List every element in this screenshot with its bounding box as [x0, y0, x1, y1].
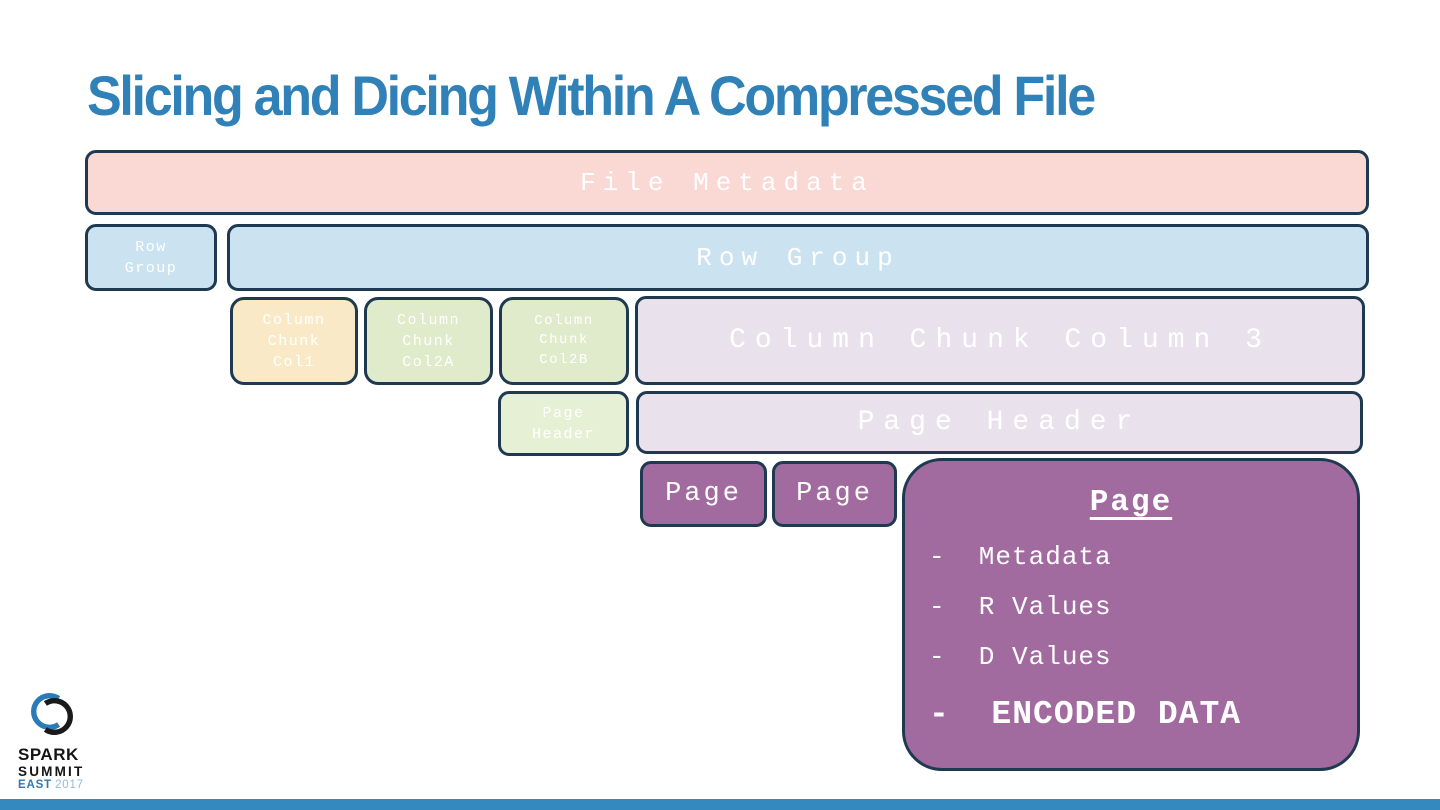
file-metadata-label: File Metadata	[580, 167, 874, 198]
slide-title: Slicing and Dicing Within A Compressed F…	[87, 64, 1096, 127]
logo-east-line: EAST 2017	[18, 779, 138, 793]
spark-summit-logo: SPARK SUMMIT EAST 2017	[18, 686, 138, 793]
column-chunk-column3-box: Column Chunk Column 3	[635, 296, 1365, 385]
spark-swirl-icon	[31, 692, 73, 736]
row-group-small-box: Row Group	[85, 224, 217, 291]
page-header-small-box: Page Header	[498, 391, 629, 456]
page-detail-title: Page	[1089, 485, 1173, 520]
column-chunk-col2b-label: Column Chunk Col2B	[534, 312, 594, 368]
column-chunk-column3-label: Column Chunk Column 3	[729, 325, 1271, 356]
column-chunk-col1-box: Column Chunk Col1	[230, 297, 358, 385]
page-detail-item-encoded-data: - ENCODED DATA	[929, 696, 1242, 733]
page-detail-item-r-values: - R Values	[929, 592, 1112, 622]
page-detail-item-d-values: - D Values	[929, 642, 1112, 672]
row-group-small-label: Row Group	[124, 238, 178, 277]
footer-bar	[0, 799, 1440, 810]
page-header-box: Page Header	[636, 391, 1363, 454]
column-chunk-col2a-label: Column Chunk Col2A	[396, 311, 460, 371]
file-metadata-box: File Metadata	[85, 150, 1369, 215]
page-box-2-label: Page	[796, 479, 873, 509]
logo-summit-text: SUMMIT	[18, 763, 85, 779]
page-header-small-label: Page Header	[531, 404, 595, 443]
page-box-2: Page	[772, 461, 897, 527]
row-group-box: Row Group	[227, 224, 1369, 291]
row-group-label: Row Group	[696, 242, 900, 273]
page-detail-item-metadata: - Metadata	[929, 542, 1112, 572]
page-box-1: Page	[640, 461, 767, 527]
logo-year-text: 2017	[55, 779, 84, 792]
page-header-label: Page Header	[857, 407, 1142, 438]
page-box-1-label: Page	[665, 479, 742, 509]
logo-spark-text: SPARK	[18, 745, 79, 764]
column-chunk-col1-label: Column Chunk Col1	[262, 311, 326, 371]
page-detail-box: Page - Metadata - R Values - D Values - …	[902, 458, 1360, 771]
column-chunk-col2a-box: Column Chunk Col2A	[364, 297, 493, 385]
logo-east-text: EAST	[18, 779, 52, 792]
column-chunk-col2b-box: Column Chunk Col2B	[499, 297, 629, 385]
